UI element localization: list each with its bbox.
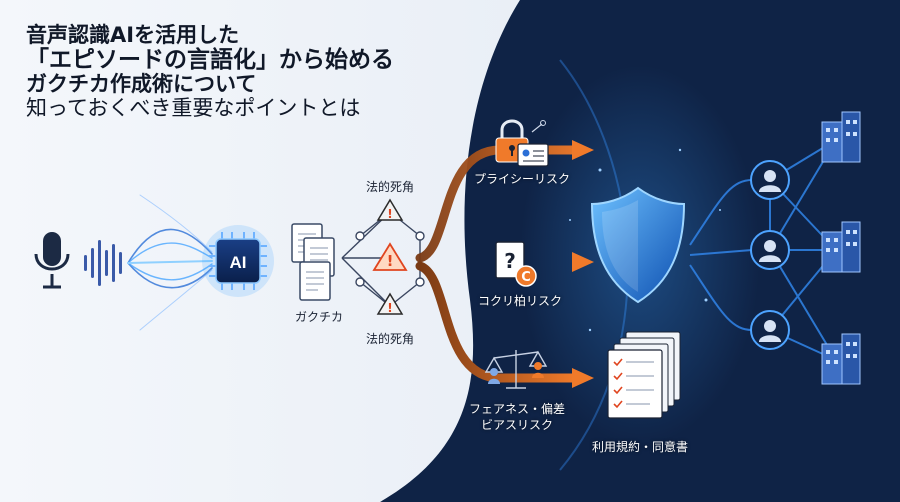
warning-icon: ! ! ! xyxy=(372,198,408,315)
fairness-risk-label-2: ビアスリスク xyxy=(480,418,554,432)
title-line-2: 「エピソードの言語化」から始める xyxy=(26,46,394,73)
sound-wave-icon xyxy=(84,240,122,286)
ai-chip-label: AI xyxy=(230,253,247,272)
copyright-risk-label: コクリ柏リスク xyxy=(477,294,563,308)
svg-text:!: ! xyxy=(387,252,394,270)
checklist-document-icon xyxy=(607,331,681,419)
ai-chip-icon: AI xyxy=(202,225,274,297)
title-line-4: 知っておくべき重要なポイントとは xyxy=(26,95,361,120)
legal-blind-spot-label-bottom: 法的死角 xyxy=(365,332,415,346)
terms-consent-label: 利用規約・同意書 xyxy=(591,440,689,454)
svg-text:C: C xyxy=(521,270,531,285)
voice-data-stream xyxy=(127,194,213,331)
shield-icon xyxy=(590,186,686,304)
person-icon xyxy=(488,362,544,384)
gakuchika-label: ガクチカ xyxy=(295,310,344,324)
page-title: 音声認識AIを活用した 「エピソードの言語化」から始める ガクチカ作成術について… xyxy=(26,23,394,120)
risk-arrowheads xyxy=(572,140,594,388)
sparkle-dots xyxy=(569,148,721,332)
title-line-3: ガクチカ作成術について xyxy=(26,72,257,97)
id-card-icon xyxy=(517,143,549,167)
svg-text:?: ? xyxy=(504,249,516,273)
network-node xyxy=(355,231,425,287)
svg-text:!: ! xyxy=(387,207,392,221)
question-document-icon: ? xyxy=(495,241,525,279)
fairness-risk-label-1: フェアネス・偏差 xyxy=(468,402,566,416)
document-icon xyxy=(291,223,335,301)
microphone-icon xyxy=(34,232,70,289)
privacy-risk-label: プライシーリスク xyxy=(473,172,571,186)
copyright-icon: C xyxy=(515,265,537,287)
title-line-1: 音声認識AIを活用した xyxy=(26,23,240,47)
person-icon xyxy=(750,160,790,350)
legal-blind-spot-label-top: 法的死角 xyxy=(365,180,415,194)
svg-text:!: ! xyxy=(387,301,392,315)
building-icon xyxy=(821,111,861,385)
